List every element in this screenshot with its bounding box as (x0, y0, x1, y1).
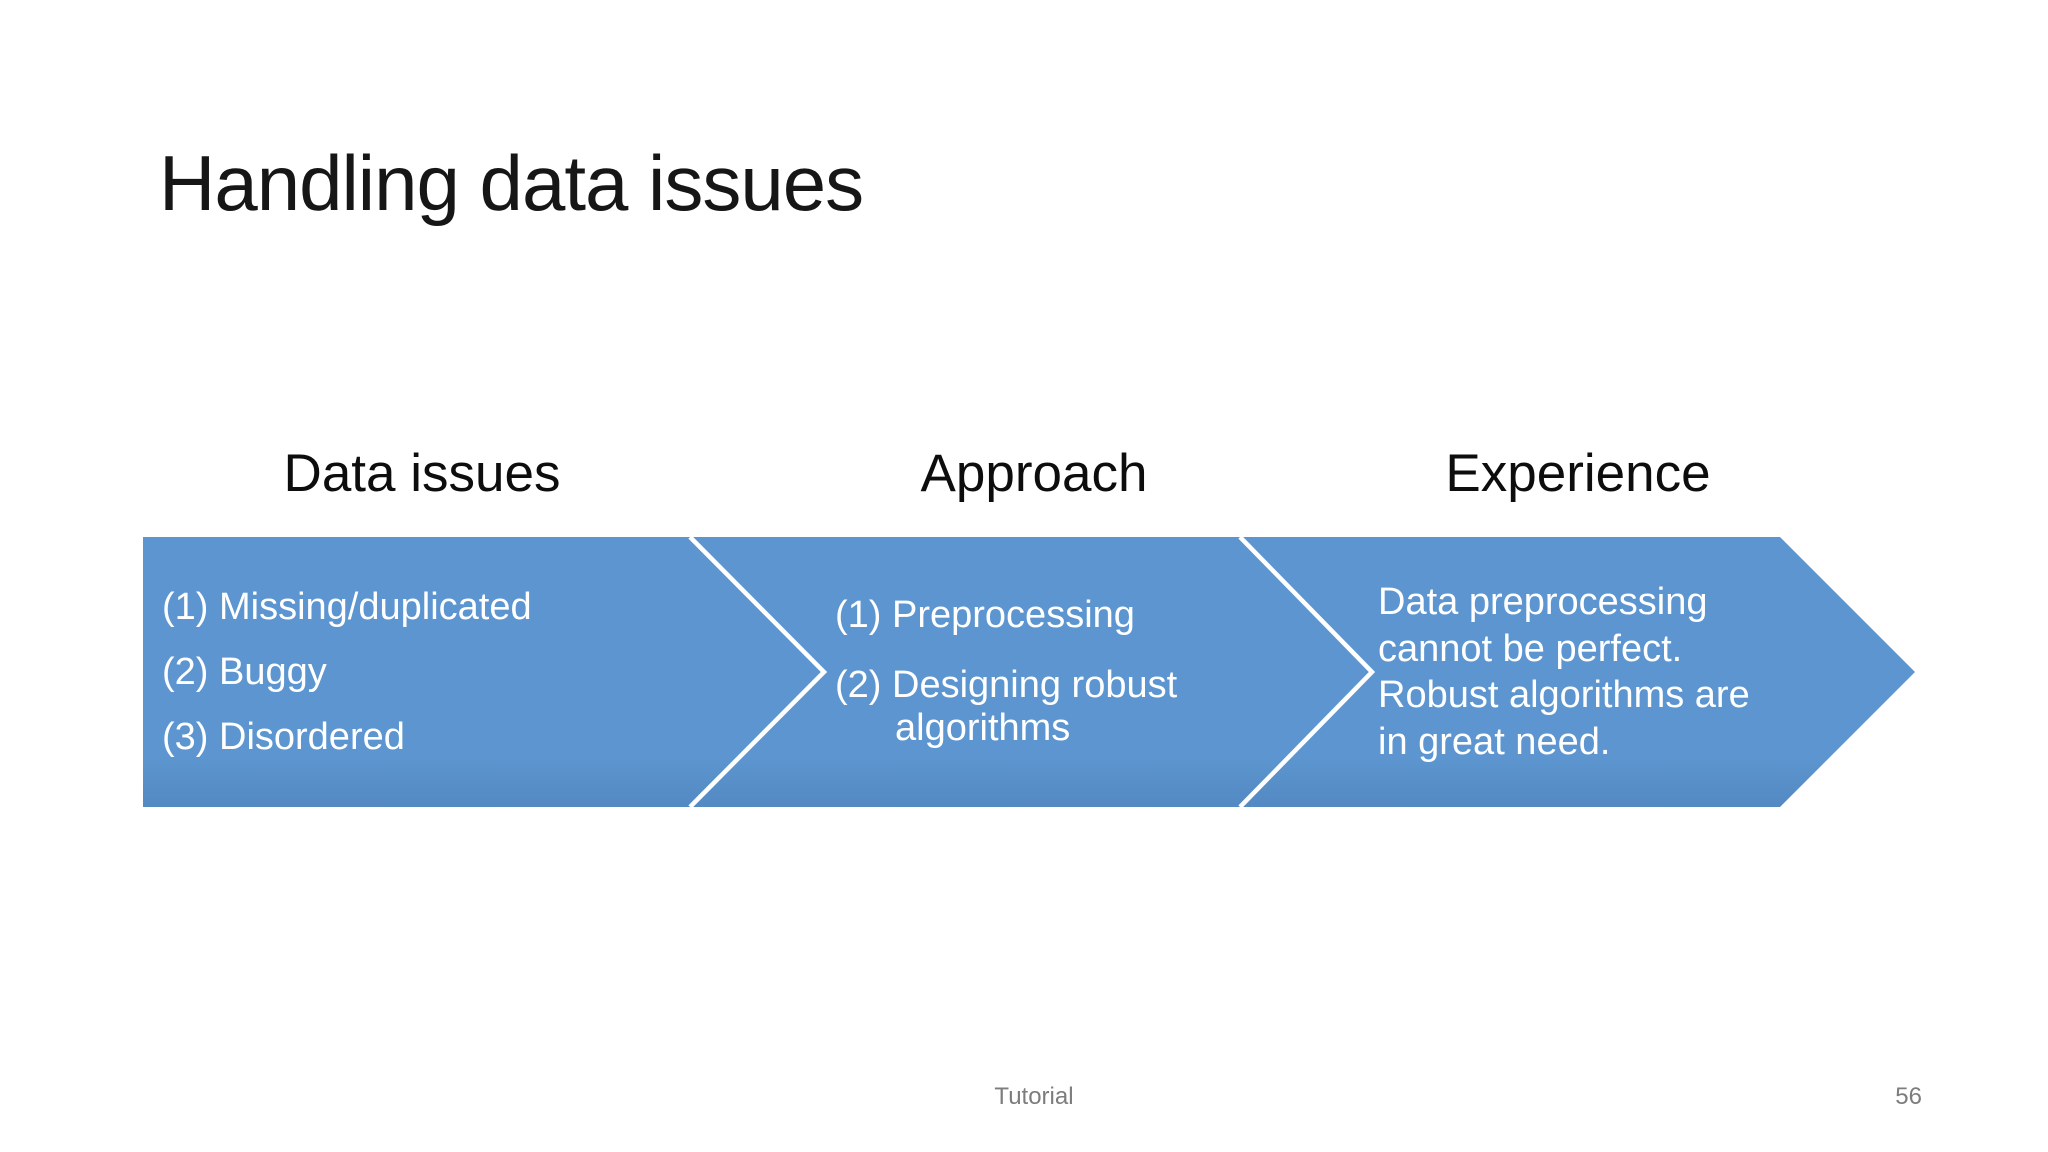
list-item: (1) Preprocessing (835, 594, 1135, 636)
column-header-data-issues: Data issues (283, 444, 561, 503)
paragraph-line: in great need. (1378, 720, 1611, 763)
page-title: Handling data issues (159, 139, 864, 227)
band-section-approach: (1) Preprocessing (2) Designing robust a… (835, 592, 1177, 749)
chevron-separator-1 (688, 535, 828, 809)
band-section-data-issues: (1) Missing/duplicated (2) Buggy (3) Dis… (162, 584, 532, 779)
paragraph-line: cannot be perfect. (1378, 627, 1683, 670)
list-item: (1) Missing/duplicated (162, 586, 532, 628)
list-item: (2) Buggy (162, 651, 327, 693)
paragraph-line: Robust algorithms are (1378, 674, 1750, 716)
list-item: (3) Disordered (162, 716, 405, 758)
band-section-experience: Data preprocessing cannot be perfect. Ro… (1378, 579, 1750, 765)
column-header-approach: Approach (920, 444, 1148, 503)
column-header-experience: Experience (1445, 444, 1711, 503)
paragraph-line: Data preprocessing (1378, 581, 1708, 623)
page-number: 56 (1895, 1083, 1922, 1110)
list-item-wrapped-line: algorithms (895, 707, 1071, 749)
chevron-separator-2 (1238, 535, 1376, 809)
arrow-band-shape (143, 537, 1915, 807)
footer-label: Tutorial (994, 1083, 1074, 1110)
list-item: (2) Designing robust (835, 664, 1178, 706)
